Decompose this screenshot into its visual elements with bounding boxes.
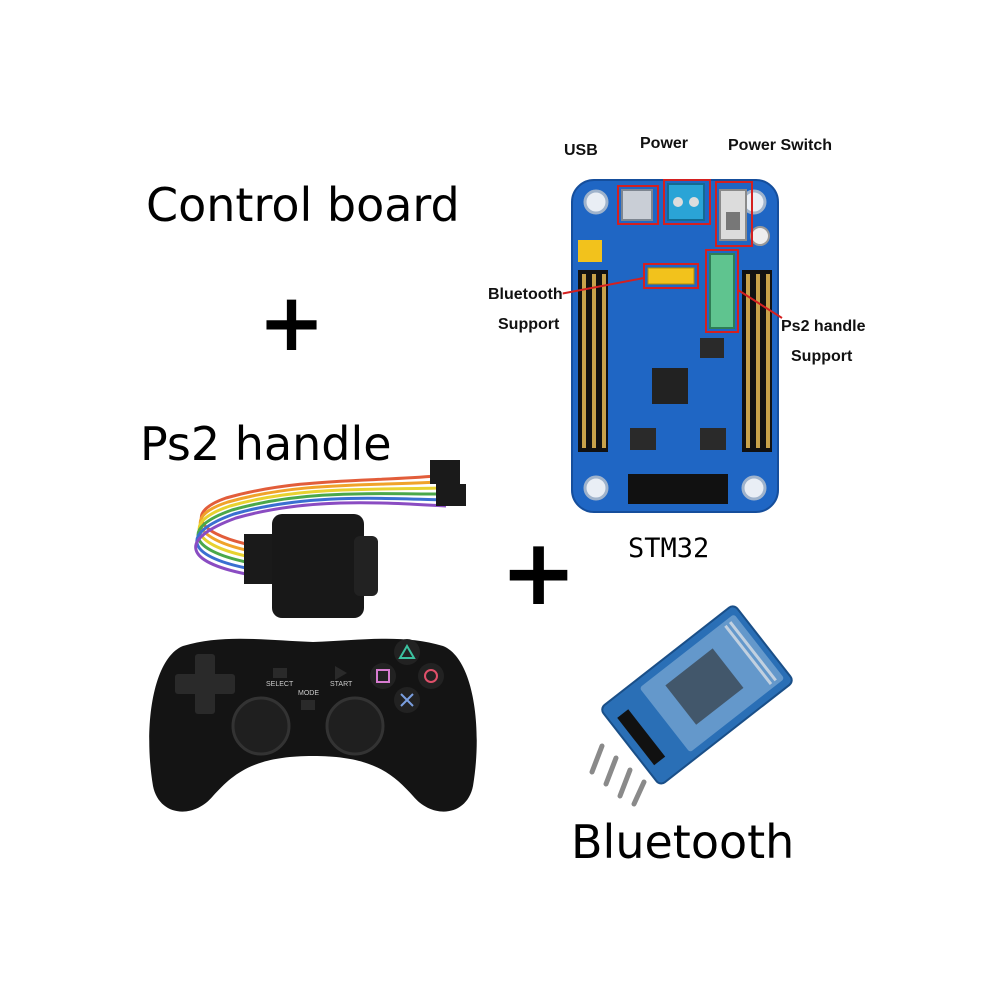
bluetooth-support-callout-line2: Support (498, 316, 560, 333)
ps2-receiver-image (194, 460, 466, 618)
mode-button-label: MODE (298, 690, 319, 697)
bluetooth-support-callout-line1: Bluetooth (488, 286, 563, 303)
ps2-handle-label: Ps2 handle (140, 417, 392, 471)
ps2-support-callout-line2: Support (791, 348, 853, 365)
start-button-label: START (330, 681, 353, 688)
plus-sign-middle: + (500, 519, 578, 626)
power-callout: Power (640, 135, 689, 152)
control-board-image (559, 179, 783, 513)
stm32-label: STM32 (628, 533, 710, 564)
power-switch-callout: Power Switch (728, 137, 833, 154)
bluetooth-module-image (589, 605, 793, 807)
usb-callout: USB (564, 142, 598, 159)
bluetooth-label: Bluetooth (571, 815, 795, 869)
ps2-gamepad-image (149, 638, 477, 812)
select-button-label: SELECT (266, 681, 294, 688)
plus-sign-top: + (258, 276, 326, 369)
control-board-label: Control board (146, 178, 460, 232)
ps2-support-callout-line1: Ps2 handle (781, 318, 866, 335)
